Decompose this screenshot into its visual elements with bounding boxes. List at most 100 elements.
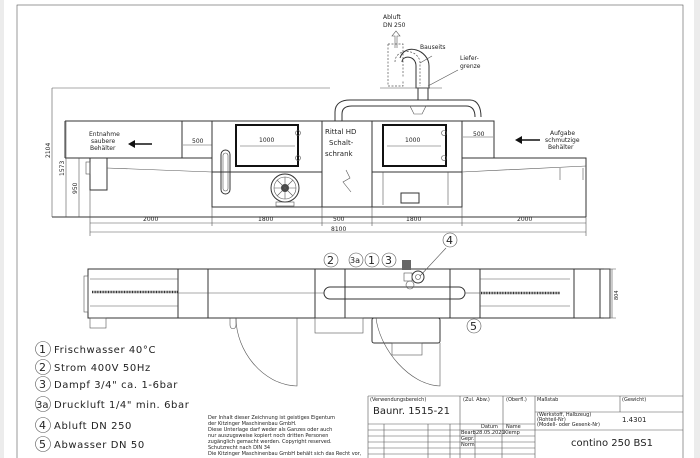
row-drawn: Bearb.: [461, 430, 478, 436]
dim-seg5: 2000: [517, 216, 532, 223]
drawn-name: Klemp: [504, 430, 520, 436]
name-header: Name: [506, 424, 521, 430]
drawn-date: 28.05.2021: [476, 430, 505, 436]
exhaust-label-dn: DN 250: [383, 22, 406, 29]
cabinet-label-3: schrank: [325, 150, 354, 158]
legend-item-5: 5 Abwasser DN 50: [35, 436, 145, 452]
marker-4: 4: [442, 232, 458, 248]
marker-2: 2: [323, 252, 339, 268]
material-label-3: (Modell- oder Gesenk-Nr): [537, 422, 600, 428]
svg-text:3a: 3a: [350, 256, 360, 265]
date-header: Datum: [481, 424, 498, 430]
plan-view: 804 2 3a 1 3 4 5: [83, 232, 620, 387]
scale-label: Maßstab: [537, 397, 558, 403]
surface-label: (Oberfl.): [506, 397, 527, 403]
delivery-limit-label: Liefer-: [460, 55, 479, 62]
svg-text:Frischwasser 40°C: Frischwasser 40°C: [54, 345, 156, 356]
drawing-title: contino 250 BS1: [571, 438, 653, 449]
svg-text:Druckluft 1/4" min. 6bar: Druckluft 1/4" min. 6bar: [54, 400, 190, 411]
title-block: (Verwendungsbereich) Baunr. 1515-21 (Zul…: [367, 395, 683, 458]
inspection-door-right: [382, 124, 447, 167]
dim-door-left: 1000: [259, 137, 274, 144]
svg-text:Die Kitzinger Maschinenbau Gmb: Die Kitzinger Maschinenbau GmbH behält s…: [208, 451, 362, 457]
dim-total-height: 2104: [45, 143, 52, 158]
top-duct: [334, 99, 482, 121]
electric-hazard-icon: [342, 169, 352, 193]
svg-text:zugänglich gemacht werden. Cop: zugänglich gemacht werden. Copyright res…: [208, 439, 332, 445]
svg-text:3: 3: [385, 254, 392, 267]
tolerance-label: (Zul. Abw.): [463, 397, 490, 403]
dim-left-gap: 500: [192, 138, 204, 145]
unload-label-2: saubere: [91, 138, 115, 145]
inspection-door-left: [235, 124, 299, 167]
svg-text:2: 2: [327, 254, 334, 267]
row-standard: Norm: [461, 442, 475, 448]
material-label-2: (Rohteil-Nr): [537, 417, 566, 423]
svg-text:4: 4: [39, 419, 46, 432]
outfeed-stop: [89, 157, 108, 191]
cabinet-label: Rittal HD: [325, 128, 356, 136]
svg-text:1: 1: [368, 254, 375, 267]
arrow-left-icon-right: [515, 136, 522, 144]
marker-3a: 3a: [348, 252, 364, 268]
svg-text:5: 5: [39, 438, 46, 451]
svg-text:4: 4: [446, 234, 453, 247]
svg-text:3: 3: [39, 378, 46, 391]
svg-text:5: 5: [470, 320, 477, 333]
copyright-notice: Der Inhalt dieser Zeichnung ist geistige…: [208, 415, 362, 457]
legend-item-1: 1 Frischwasser 40°C: [35, 341, 156, 357]
marker-3: 3: [381, 252, 397, 268]
svg-text:Abluft DN 250: Abluft DN 250: [54, 421, 132, 432]
svg-text:der Kitzinger Maschinenbau Gmb: der Kitzinger Maschinenbau GmbH.: [208, 421, 297, 427]
fan-icon: [270, 173, 300, 207]
cabinet-label-2: Schalt-: [329, 139, 354, 147]
svg-text:nur auszugsweise kopiert noch: nur auszugsweise kopiert noch dritten Pe…: [208, 433, 328, 439]
weight-label: (Gewicht): [622, 397, 646, 403]
svg-text:Der Inhalt dieser Zeichnung is: Der Inhalt dieser Zeichnung ist geistige…: [208, 415, 335, 421]
dim-seg4: 1800: [406, 216, 421, 223]
exhaust-duct: [380, 30, 459, 101]
svg-text:Diese Unterlage darf weder als: Diese Unterlage darf weder als Ganzes od…: [208, 427, 332, 433]
legend-item-2: 2 Strom 400V 50Hz: [35, 359, 151, 375]
plan-duct: [323, 286, 466, 300]
marker-1: 1: [364, 252, 380, 268]
svg-text:Strom 400V 50Hz: Strom 400V 50Hz: [54, 363, 151, 374]
svg-text:Dampf 3/4" ca. 1-6bar: Dampf 3/4" ca. 1-6bar: [54, 380, 178, 391]
arrow-left-icon: [128, 140, 135, 148]
svg-text:2: 2: [39, 361, 46, 374]
dim-seg2: 1800: [258, 216, 273, 223]
dim-right-gap: 500: [473, 131, 485, 138]
usage-value: Baunr. 1515-21: [373, 406, 450, 417]
delivery-limit-label-2: grenze: [460, 63, 481, 70]
legend-item-4: 4 Abluft DN 250: [35, 417, 132, 433]
dim-frame-height: 1573: [59, 161, 66, 176]
load-label-3: Behälter: [548, 144, 574, 151]
svg-text:Abwasser DN 50: Abwasser DN 50: [54, 440, 145, 451]
dim-seg3: 500: [333, 216, 345, 223]
dim-door-right: 1000: [405, 137, 420, 144]
dim-seg1: 2000: [143, 216, 158, 223]
unload-label-3: Behälter: [90, 145, 116, 152]
marker-5: 5: [466, 318, 482, 334]
door-swing-right: [375, 317, 441, 387]
unload-label: Entnahme: [89, 131, 120, 138]
usage-label: (Verwendungsbereich): [370, 397, 426, 403]
side-elevation-view: Abluft DN 250 Bauseits Liefer- grenze En…: [45, 14, 587, 236]
load-label: Aufgabe: [550, 130, 575, 137]
dim-conveyor-height: 950: [72, 182, 79, 194]
legend-item-3: 3 Dampf 3/4" ca. 1-6bar: [35, 376, 178, 392]
wash-module-right: [371, 120, 463, 208]
material-value: 1.4301: [622, 416, 647, 424]
connection-legend: 1 Frischwasser 40°C 2 Strom 400V 50Hz 3 Dam…: [35, 341, 190, 452]
svg-text:1: 1: [39, 343, 46, 356]
material-label: (Werkstoff, Halbzeug): [537, 412, 591, 418]
drawing-sheet: [4, 0, 694, 458]
pump: [400, 192, 420, 204]
load-label-2: schmutzige: [545, 137, 580, 144]
dim-total-length: 8100: [331, 226, 346, 233]
row-checked: Gepr.: [461, 436, 475, 442]
exhaust-label: Abluft: [383, 14, 401, 21]
dim-plan-width: 804: [614, 290, 620, 300]
